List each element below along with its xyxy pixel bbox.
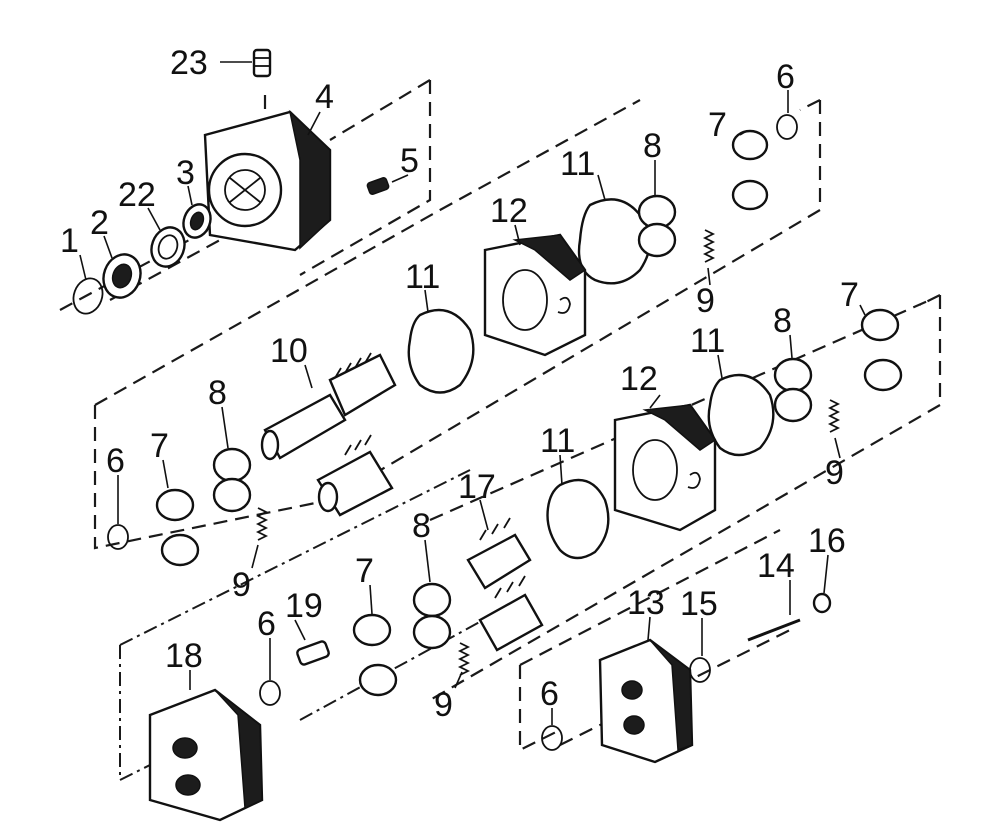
callout-13: 13 (627, 584, 665, 622)
part-17-gear-set (466, 517, 544, 652)
callout-5: 5 (400, 142, 419, 180)
part-14-pin (747, 618, 801, 642)
callout-11-top: 11 (560, 145, 595, 183)
callout-2: 2 (90, 204, 109, 242)
callout-22: 22 (118, 176, 156, 214)
callout-labels: 23 4 5 1 2 22 3 11 8 7 6 12 9 11 10 8 6 … (60, 44, 859, 724)
callout-16: 16 (808, 522, 846, 560)
callout-6-top: 6 (776, 58, 795, 96)
callout-3: 3 (176, 154, 195, 192)
callout-7-left: 7 (150, 427, 169, 465)
part-driven-gear-upper (316, 434, 394, 517)
callout-9-mid-right: 9 (825, 454, 844, 492)
callout-12-lower: 12 (620, 360, 658, 398)
callout-6-lower-right: 6 (540, 675, 559, 713)
callout-8-mid-right: 8 (773, 302, 792, 340)
callout-23: 23 (170, 44, 208, 82)
callout-9-left: 9 (232, 566, 251, 604)
assembly-guide-lines (59, 79, 942, 782)
part-11-gasket-upper-right (577, 198, 652, 285)
part-8-wear-plate-lower (412, 582, 452, 650)
part-2-bearing (102, 253, 142, 299)
callout-9-lower: 9 (434, 686, 453, 724)
part-8-wear-plate-top (637, 194, 677, 258)
part-9-spring-top (702, 229, 716, 263)
part-22-ring (150, 226, 186, 268)
callout-9-top: 9 (696, 282, 715, 320)
callout-10: 10 (270, 332, 308, 370)
part-23-grease-fitting (252, 48, 272, 78)
part-10-drive-shaft-gear (260, 352, 397, 461)
callout-18: 18 (165, 637, 203, 675)
part-8-wear-plate-mid-right (773, 357, 813, 423)
callout-15: 15 (680, 585, 718, 623)
callout-6-lower-left: 6 (257, 605, 276, 643)
callout-8-lower: 8 (412, 507, 431, 545)
callout-14: 14 (757, 547, 795, 585)
part-6-ring-top (776, 114, 798, 140)
part-11-gasket-upper-left (407, 308, 475, 394)
callout-19: 19 (285, 587, 323, 625)
callout-12-upper: 12 (490, 192, 528, 230)
callout-7-top: 7 (708, 106, 727, 144)
callout-6-left: 6 (106, 442, 125, 480)
part-9-spring-left (255, 507, 269, 541)
part-5-fitting (366, 177, 390, 195)
callout-11-mid-left: 11 (540, 422, 575, 460)
part-8-wear-plate-left (212, 447, 252, 513)
callout-17: 17 (458, 468, 496, 506)
part-7-bushing-top (731, 129, 769, 211)
part-7-bushing-left (155, 488, 200, 567)
part-19-dowel-pin (296, 640, 330, 666)
part-6-ring-lower-right (541, 725, 563, 751)
part-15-o-ring (689, 657, 711, 683)
callout-11-mid-right: 11 (690, 322, 725, 360)
callout-8-top: 8 (643, 127, 662, 165)
part-12-gear-housing-lower (613, 403, 717, 532)
part-4-front-housing (203, 109, 332, 252)
part-9-spring-lower (457, 642, 471, 676)
part-1-snap-ring (72, 277, 104, 315)
part-13-rear-cover (598, 638, 694, 764)
callout-11-upper-left: 11 (405, 258, 440, 296)
part-7-bushing-mid-right (860, 308, 903, 392)
callout-8-left: 8 (208, 374, 227, 412)
callout-7-lower: 7 (355, 552, 374, 590)
part-11-gasket-mid-right (707, 373, 775, 457)
part-6-ring-lower-left (259, 680, 281, 706)
part-7-bushing-lower (352, 613, 398, 697)
part-3-seal (182, 203, 212, 239)
callout-4: 4 (315, 78, 334, 116)
part-18-rear-cover (148, 688, 264, 822)
part-9-spring-mid-right (827, 399, 841, 433)
callout-leader-lines (79, 61, 866, 725)
part-12-gear-housing-upper (483, 233, 587, 357)
part-16-plug (812, 592, 832, 614)
part-6-ring-left (107, 524, 129, 550)
callout-1: 1 (60, 222, 79, 260)
callout-7-mid-right: 7 (840, 276, 859, 314)
part-11-gasket-mid-left (546, 478, 610, 560)
